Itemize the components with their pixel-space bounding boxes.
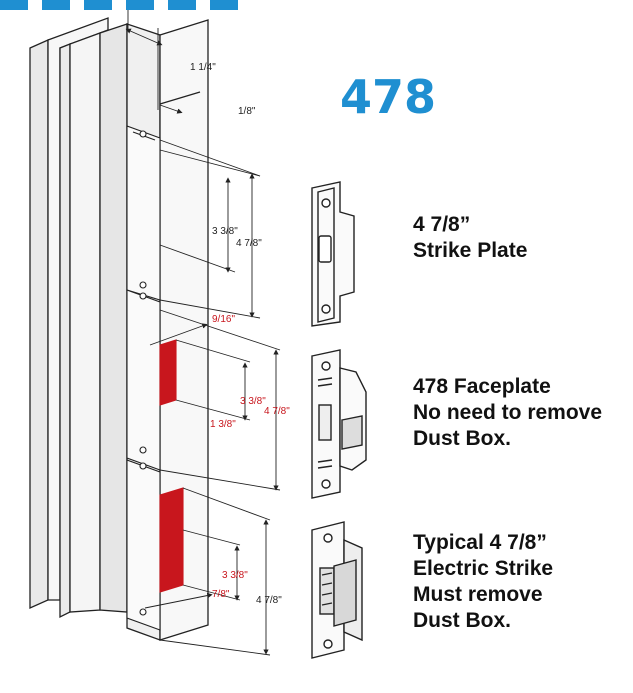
caption-line: Electric Strike [413, 557, 554, 580]
cutout-middle [126, 289, 177, 471]
dim-mid-inner: 3 3/8" [240, 396, 266, 407]
model-number-title: 478 [340, 70, 437, 124]
dim-top-outer: 4 7/8" [236, 238, 262, 249]
strike-plate-illustration [311, 181, 355, 327]
caption-strike-plate: 4 7/8” Strike Plate [413, 212, 527, 264]
caption-line: Typical 4 7/8” [413, 531, 547, 554]
caption-line: Strike Plate [413, 239, 528, 262]
caption-line: 4 7/8” [413, 213, 471, 236]
caption-faceplate: 478 Faceplate No need to remove Dust Box… [413, 374, 602, 452]
dim-mid-outer: 4 7/8" [264, 406, 290, 417]
caption-line: Must remove [413, 583, 543, 606]
dim-top-inner: 3 3/8" [212, 226, 238, 237]
frame-profile [29, 17, 209, 641]
dim-bot-offset: 7/8" [212, 589, 230, 600]
dimension-lines [125, 10, 261, 319]
caption-line: 478 Faceplate [413, 375, 551, 398]
cutout-bottom [126, 459, 184, 631]
cutout-top [126, 125, 161, 301]
dim-width: 1 1/4" [190, 62, 216, 73]
dim-lip: 1/8" [238, 106, 256, 117]
dim-bot-inner: 3 3/8" [222, 570, 248, 581]
caption-line: Dust Box. [413, 427, 512, 450]
dimension-lines-red [144, 309, 281, 656]
electric-strike-illustration [311, 521, 363, 659]
dim-mid-offset: 9/16" [212, 314, 235, 325]
cropped-header-blue [0, 0, 238, 10]
dim-bot-outer: 4 7/8" [256, 595, 282, 606]
caption-line: No need to remove [413, 401, 603, 424]
caption-electric-strike: Typical 4 7/8” Electric Strike Must remo… [413, 530, 553, 634]
faceplate-illustration [311, 349, 367, 499]
dim-mid-low: 1 3/8" [210, 419, 236, 430]
caption-line: Dust Box. [413, 609, 512, 632]
